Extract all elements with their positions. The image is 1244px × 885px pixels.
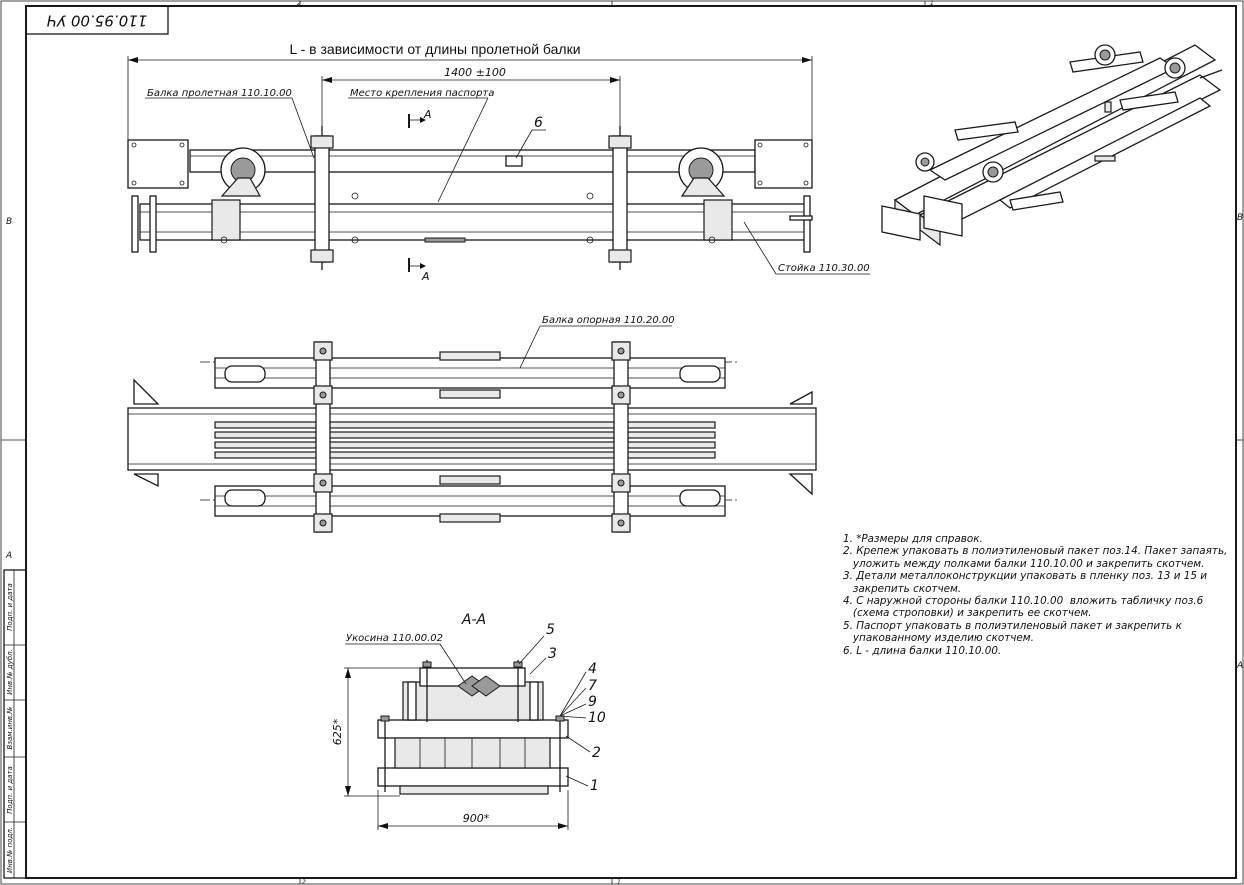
edge-mark: 1 [930,0,934,7]
label-brace: Укосина 110.00.02 [346,633,443,644]
position-10: 10 [588,710,606,726]
number-stamp-box [25,5,169,35]
label-span-beam: Балка пролетная 110.10.00 [147,88,292,99]
position-1: 1 [590,778,599,794]
stamp-field-label: Инв.№ дубл. [6,649,14,695]
section-view: А-А 625* [331,612,606,830]
position-7: 7 [588,678,597,694]
label-rack: Стойка 110.30.00 [778,263,870,274]
position-6: 6 [534,115,543,131]
position-9: 9 [588,694,597,710]
dimension-1400: 1400 ±100 [444,66,506,79]
section-mark-bottom: A [421,270,430,283]
edge-mark: 2 [302,879,306,885]
front-view: 1400 ±100 [127,56,870,283]
zone-letter: А [1236,661,1243,671]
note-line: упакованному изделию скотчем. [843,632,1034,645]
stamp-field-label: Взам.инв.№ [6,706,14,749]
position-3: 3 [548,646,557,662]
zone-letter: В [6,217,12,227]
edge-mark: 2 [297,0,301,7]
edge-mark: 1 [617,879,621,885]
top-view: Балка опорная 110.20.00 [127,315,817,533]
note-line: 2. Крепеж упаковать в полиэтиленовый пак… [843,545,1228,558]
header-text: L - в зависимости от длины пролетной бал… [289,41,580,57]
note-line: закрепить скотчем. [843,582,962,595]
note-line: 1. *Размеры для справок. [843,533,983,545]
note-line: 4. С наружной стороны балки 110.10.00 вл… [843,595,1204,608]
zone-letter: А [5,551,12,561]
label-passport-place: Место крепления паспорта [350,88,494,99]
position-2: 2 [592,745,601,761]
note-line: уложить между полками балки 110.10.00 и … [843,557,1205,570]
drawing-number-stamp: 110.95.00 УЧ [47,12,148,30]
note-line: (схема строповки) и закрепить ее скотчем… [843,607,1092,620]
stamp-field-label: Подп. и дата [6,766,14,814]
note-line: 3. Детали металлоконструкции упаковать в… [843,570,1208,583]
section-mark-top: A [423,108,432,121]
stamp-field-label: Подп. и дата [6,583,14,631]
isometric-view [881,44,1223,247]
position-4: 4 [588,661,597,677]
stamp-field-label: Инв.№ подл. [6,827,14,873]
zone-letter: В [1237,213,1243,223]
label-support-beam: Балка опорная 110.20.00 [542,315,675,326]
dimension-625: 625* [331,718,344,745]
note-line: 5. Паспорт упаковать в полиэтиленовый па… [843,619,1182,632]
notes-list: 1. *Размеры для справок. 2. Крепеж упако… [843,533,1233,657]
inner-frame [25,5,1237,879]
side-stamp: Инв.№ подл. Подп. и дата Взам.инв.№ Инв.… [3,569,27,879]
note-line: 6. L - длина балки 110.10.00. [843,644,1002,657]
dimension-900: 900* [463,812,490,825]
section-title: А-А [461,612,486,628]
position-5: 5 [546,622,555,638]
